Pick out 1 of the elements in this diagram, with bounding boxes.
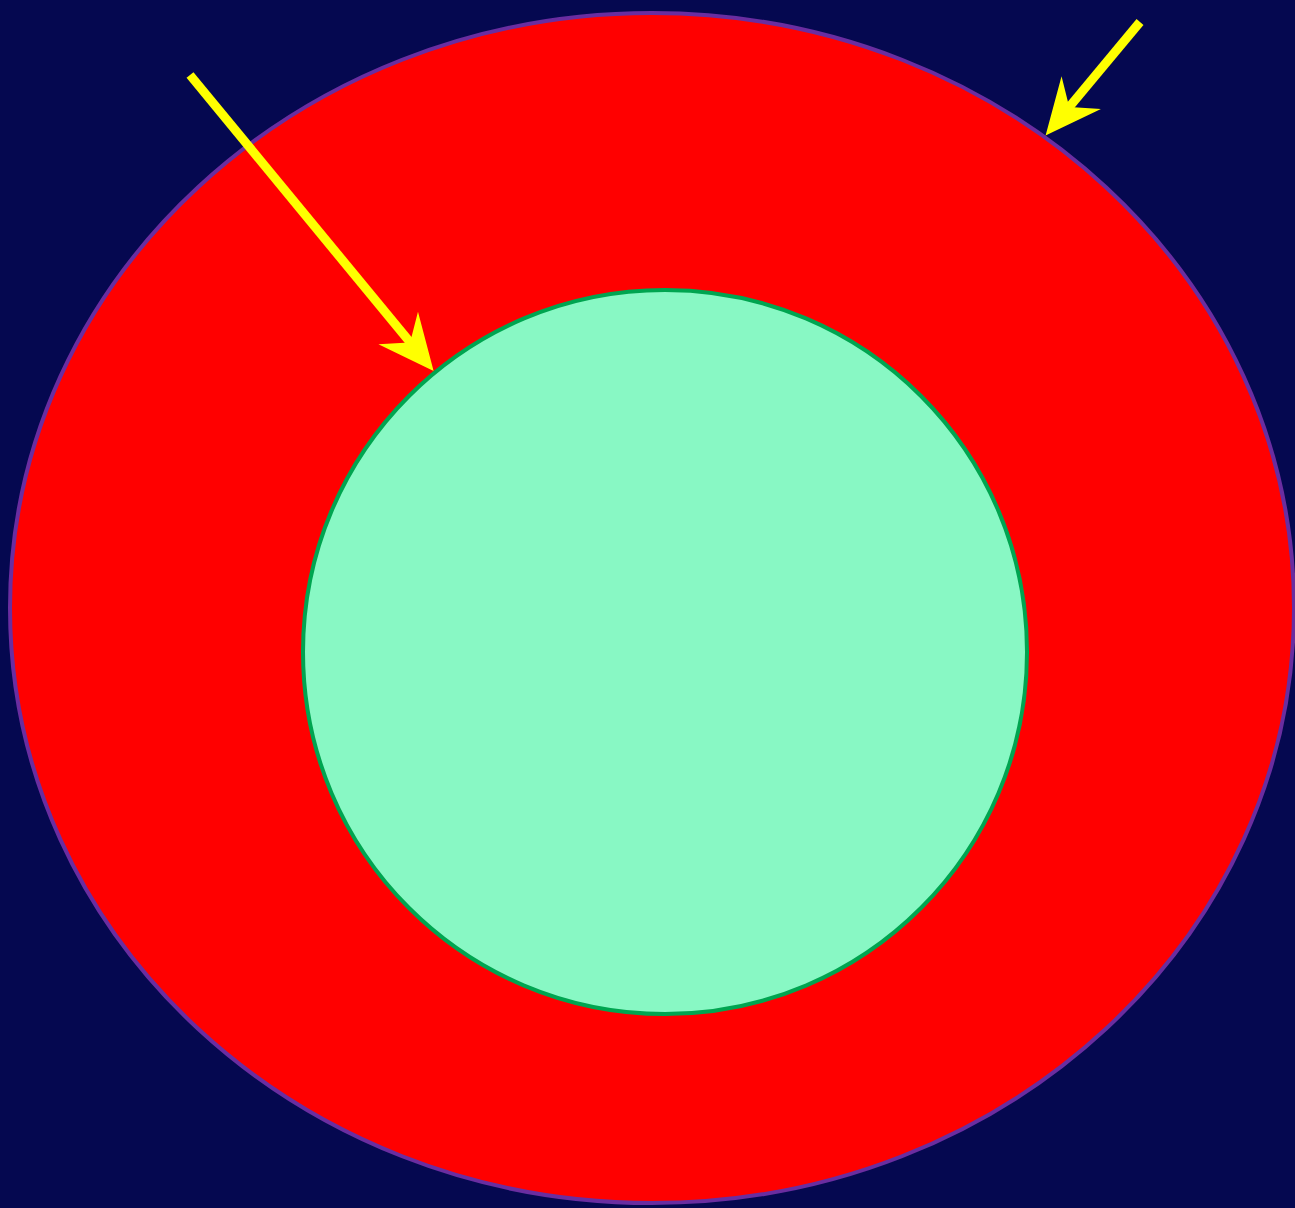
inner-circle [301, 288, 1029, 1016]
